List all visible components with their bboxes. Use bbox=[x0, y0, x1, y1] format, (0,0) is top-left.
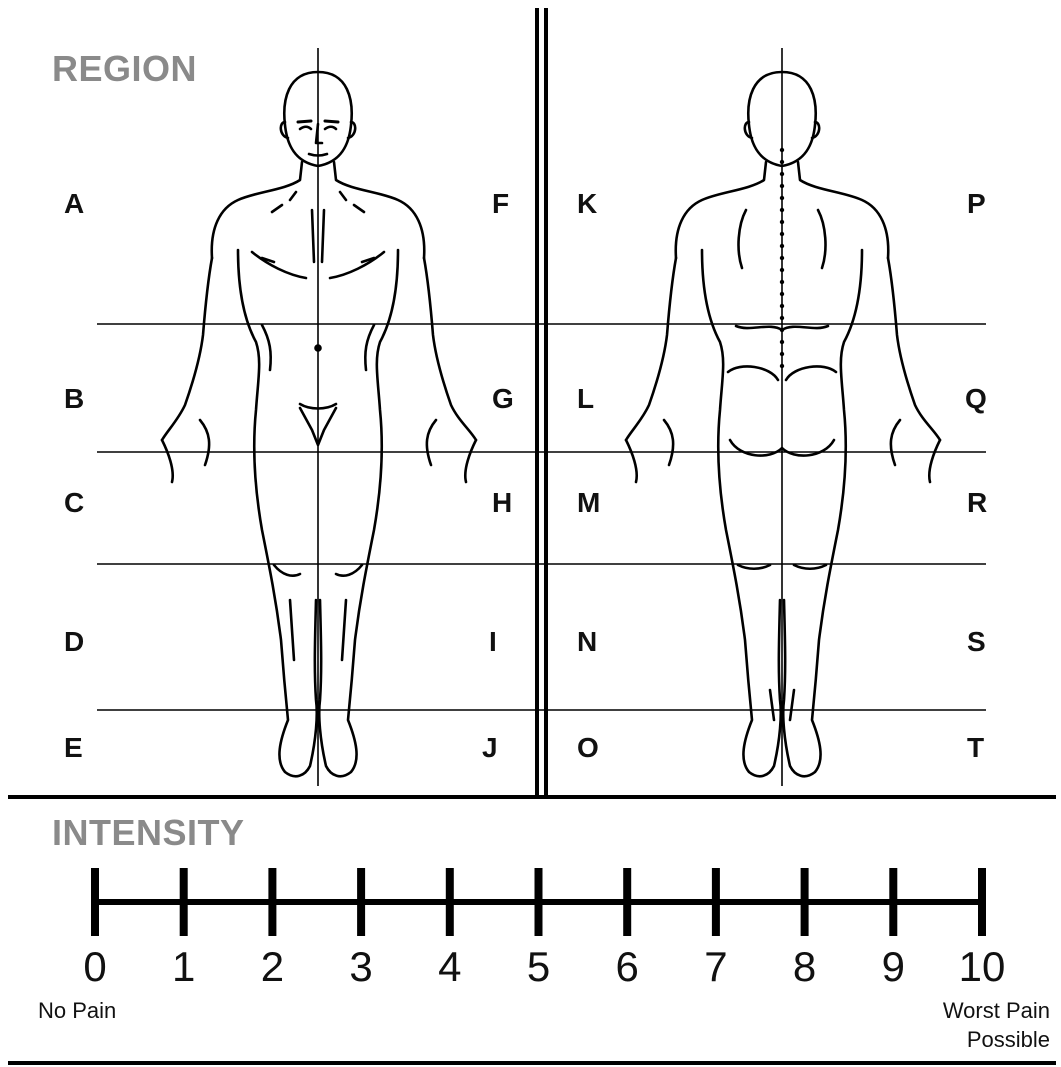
region-heading: REGION bbox=[52, 48, 197, 90]
region-label-g: G bbox=[492, 383, 514, 415]
region-label-f: F bbox=[492, 188, 509, 220]
region-label-r: R bbox=[967, 487, 987, 519]
intensity-value-0: 0 bbox=[83, 943, 106, 991]
region-label-m: M bbox=[577, 487, 600, 519]
region-label-e: E bbox=[64, 732, 83, 764]
region-label-q: Q bbox=[965, 383, 987, 415]
intensity-value-2: 2 bbox=[261, 943, 284, 991]
region-label-h: H bbox=[492, 487, 512, 519]
region-label-n: N bbox=[577, 626, 597, 658]
intensity-value-10: 10 bbox=[959, 943, 1006, 991]
region-label-i: I bbox=[489, 626, 497, 658]
worst-pain-line1: Worst Pain bbox=[910, 996, 1050, 1025]
intensity-value-8: 8 bbox=[793, 943, 816, 991]
region-label-j: J bbox=[482, 732, 498, 764]
intensity-value-9: 9 bbox=[882, 943, 905, 991]
region-label-o: O bbox=[577, 732, 599, 764]
region-label-l: L bbox=[577, 383, 594, 415]
region-label-c: C bbox=[64, 487, 84, 519]
region-label-k: K bbox=[577, 188, 597, 220]
worst-pain-line2: Possible bbox=[910, 1025, 1050, 1054]
region-label-d: D bbox=[64, 626, 84, 658]
intensity-value-6: 6 bbox=[616, 943, 639, 991]
back-body-figure bbox=[626, 72, 940, 776]
front-body-figure bbox=[162, 72, 476, 776]
intensity-value-3: 3 bbox=[349, 943, 372, 991]
intensity-value-4: 4 bbox=[438, 943, 461, 991]
region-label-s: S bbox=[967, 626, 986, 658]
region-label-a: A bbox=[64, 188, 84, 220]
intensity-value-1: 1 bbox=[172, 943, 195, 991]
intensity-value-5: 5 bbox=[527, 943, 550, 991]
worst-pain-label: Worst Pain Possible bbox=[910, 996, 1050, 1054]
region-label-p: P bbox=[967, 188, 986, 220]
intensity-value-7: 7 bbox=[704, 943, 727, 991]
region-grid bbox=[97, 48, 986, 786]
no-pain-label: No Pain bbox=[38, 996, 116, 1025]
intensity-heading: INTENSITY bbox=[52, 812, 245, 854]
region-label-t: T bbox=[967, 732, 984, 764]
region-label-b: B bbox=[64, 383, 84, 415]
